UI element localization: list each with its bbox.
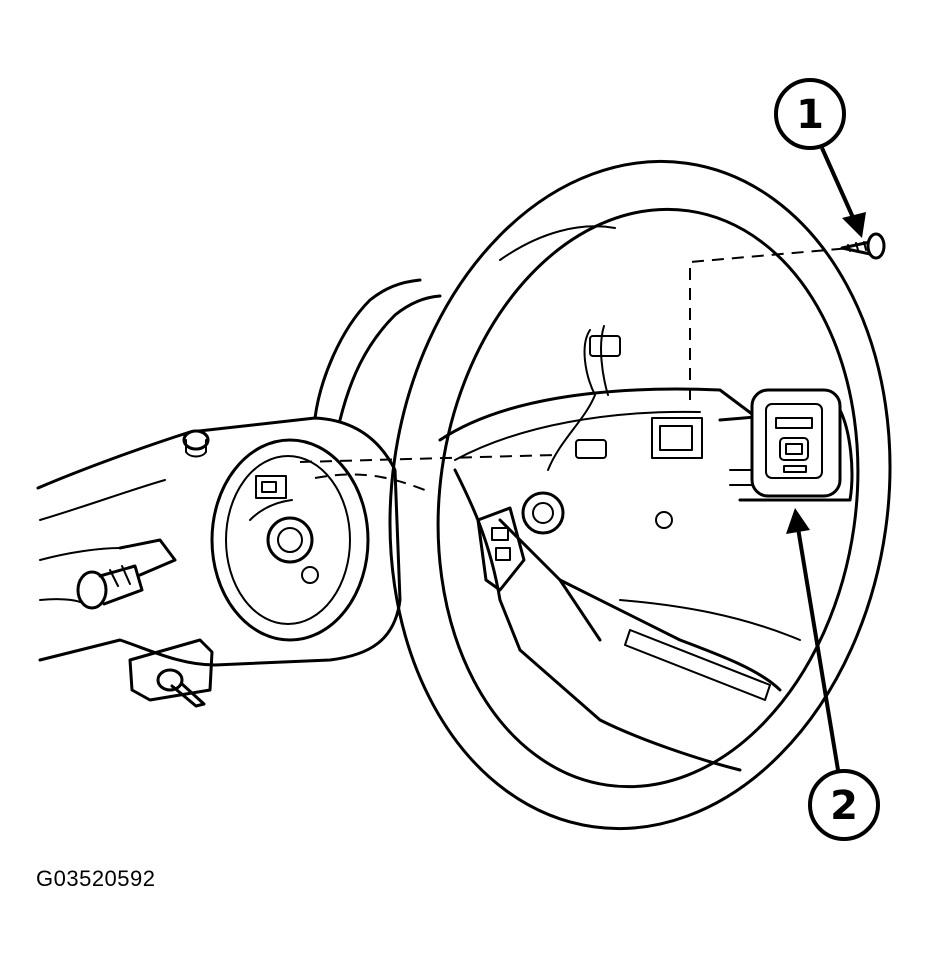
steering-column [36, 278, 442, 708]
callout-2: 2 [786, 508, 880, 841]
routing-dashed-lines [299, 247, 851, 493]
callout-1-label: 1 [796, 92, 824, 138]
steering-wheel [388, 159, 892, 831]
screw-icon [840, 232, 886, 260]
figure-id-label: G03520592 [36, 866, 156, 891]
callout-2-label: 2 [830, 783, 858, 829]
callout-1: 1 [774, 78, 866, 238]
